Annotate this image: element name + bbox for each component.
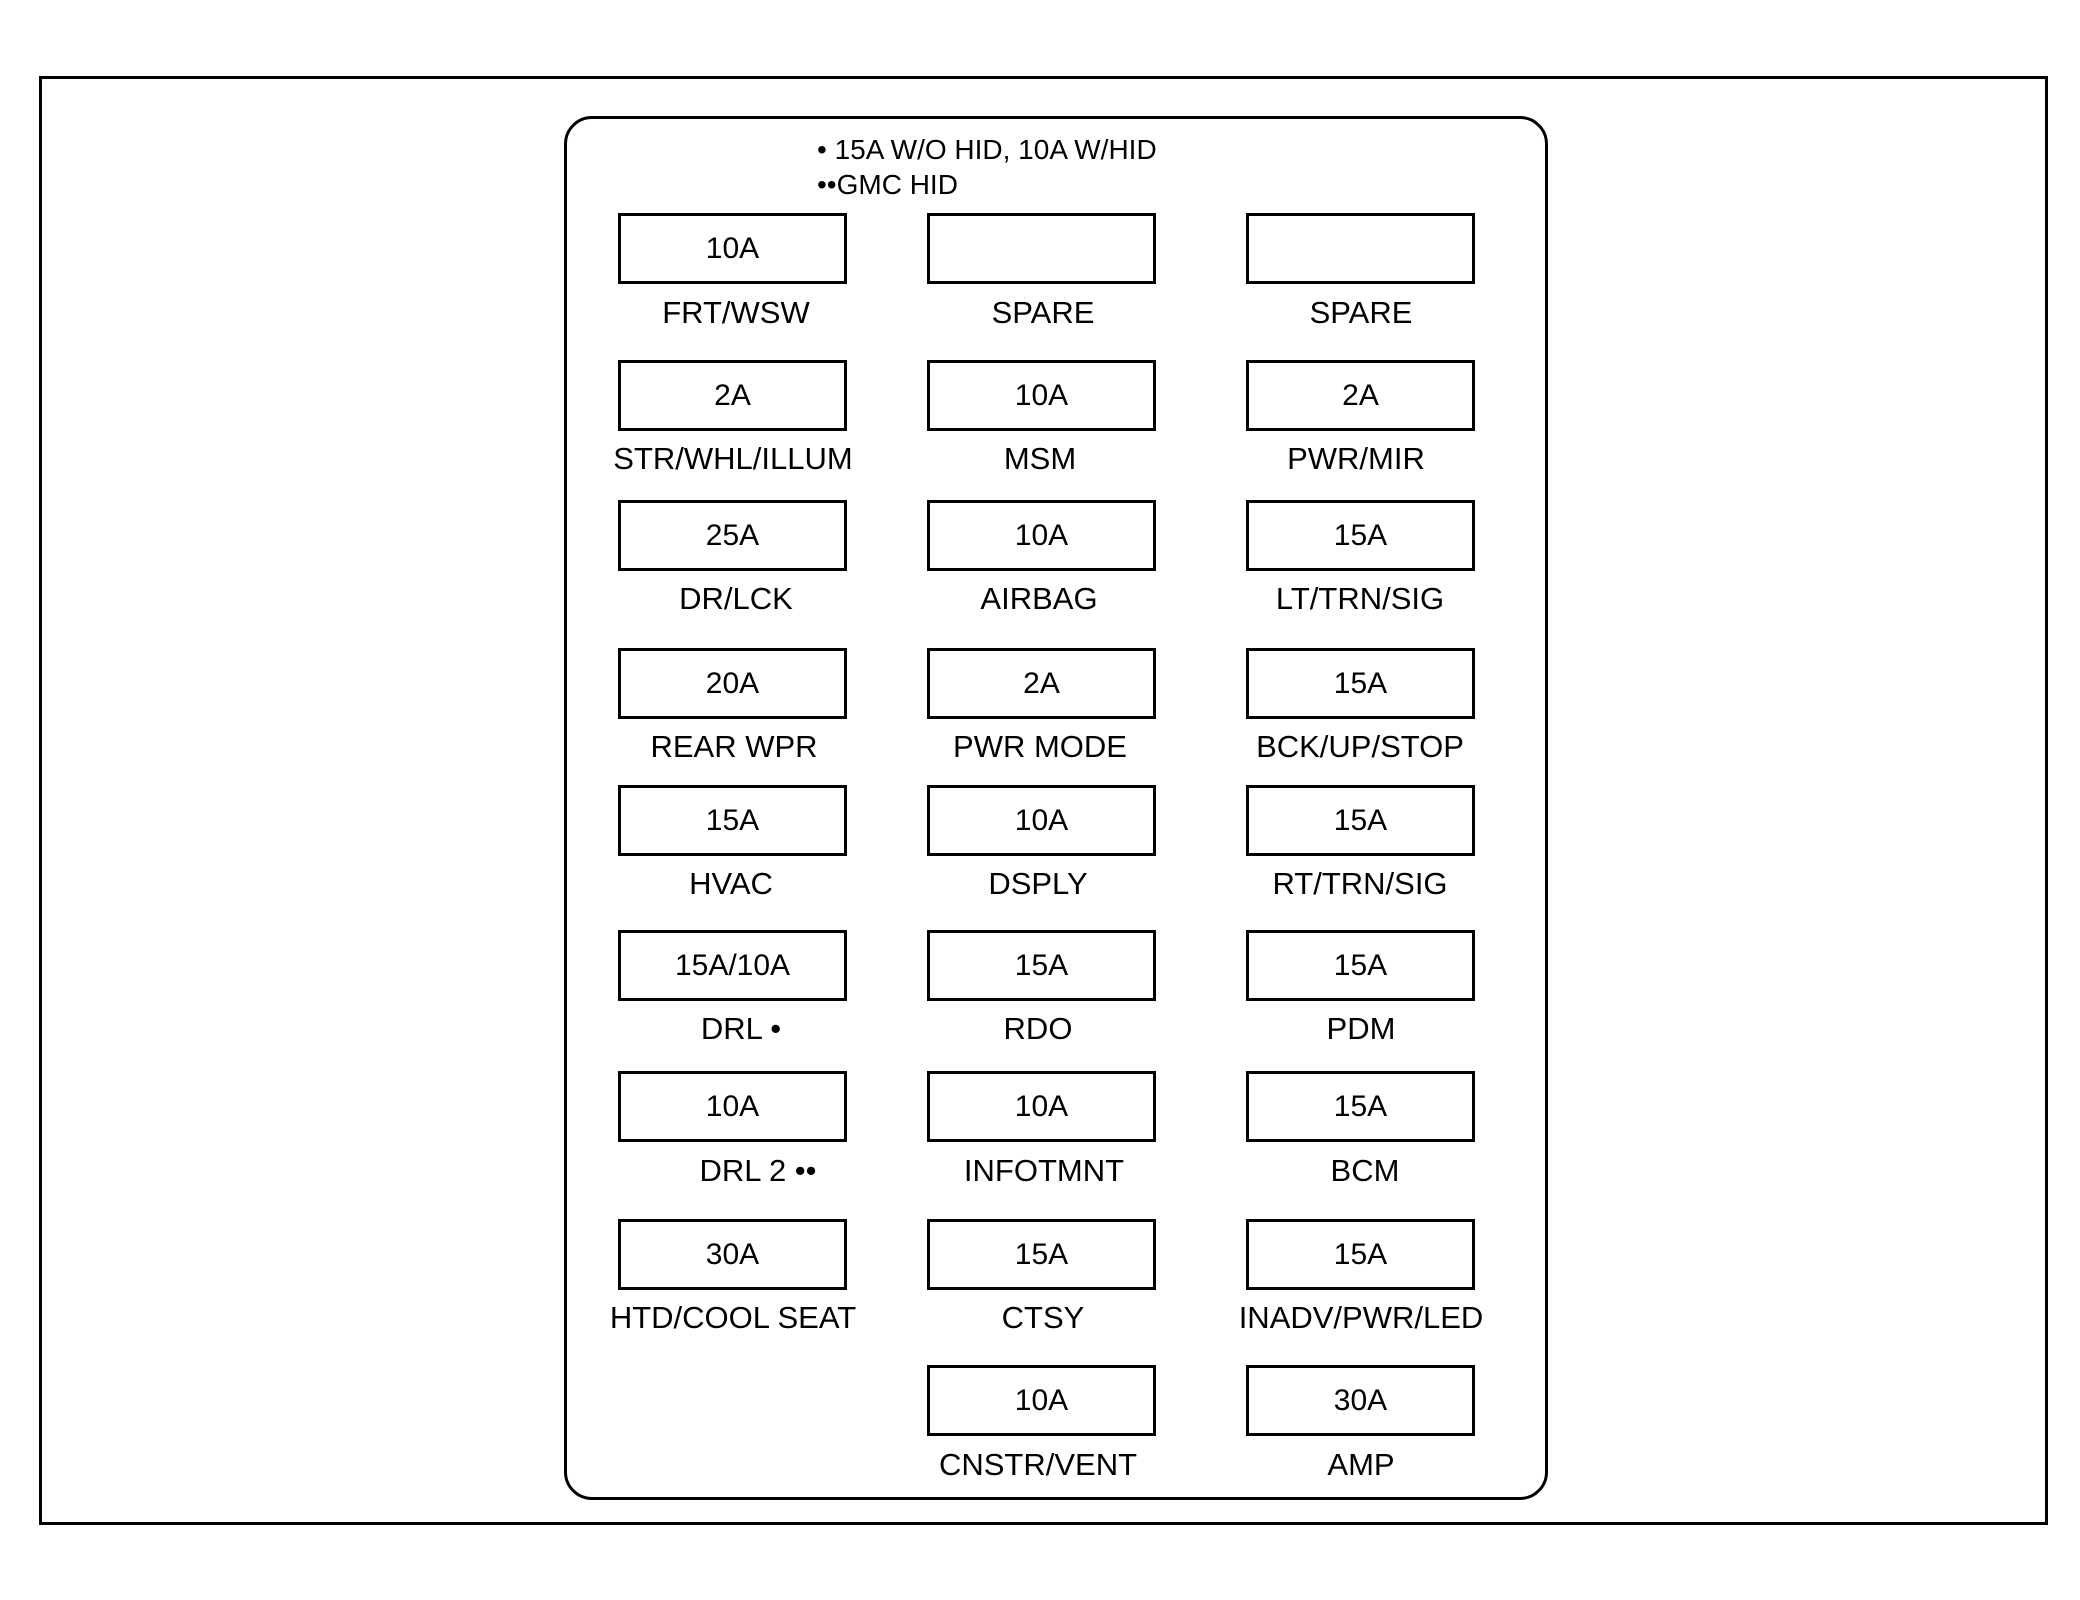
fuse-rating: 25A [618, 500, 847, 571]
fuse-label: SPARE [1309, 295, 1413, 330]
fuse-rating: 30A [1246, 1365, 1475, 1436]
fuse-rating: 15A [927, 1219, 1156, 1290]
fuse-label: AIRBAG [980, 581, 1098, 616]
fuse-label: HTD/COOL SEAT [609, 1300, 857, 1335]
fuse-rating: 15A/10A [618, 930, 847, 1001]
fuse-label: LT/TRN/SIG [1275, 581, 1445, 616]
fuse-label: INADV/PWR/LED [1238, 1300, 1484, 1335]
fuse-rating: 15A [1246, 1071, 1475, 1142]
fuse-rating: 15A [1246, 648, 1475, 719]
fuse-label: BCK/UP/STOP [1256, 729, 1464, 764]
fuse-label: MSM [1003, 441, 1077, 476]
fuse-rating: 15A [927, 930, 1156, 1001]
fuse-label: PWR/MIR [1287, 441, 1425, 476]
fuse-label: PDM [1326, 1011, 1396, 1046]
fuse-label: RT/TRN/SIG [1272, 866, 1448, 901]
fuse-rating: 2A [927, 648, 1156, 719]
legend-double-dot: ••GMC HID [817, 169, 958, 200]
fuse-panel [564, 116, 1548, 1500]
legend-single-dot: • 15A W/O HID, 10A W/HID [817, 134, 1157, 165]
fuse-rating: 15A [1246, 930, 1475, 1001]
fuse-label: CTSY [1001, 1300, 1085, 1335]
fuse-rating: 15A [1246, 500, 1475, 571]
fuse-rating [1246, 213, 1475, 284]
fuse-label: RDO [1003, 1011, 1073, 1046]
fuse-rating: 15A [618, 785, 847, 856]
fuse-rating: 10A [618, 1071, 847, 1142]
fuse-rating: 10A [927, 785, 1156, 856]
fuse-label: HVAC [689, 866, 773, 901]
fuse-label: CNSTR/VENT [938, 1447, 1138, 1482]
fuse-rating: 15A [1246, 1219, 1475, 1290]
fuse-label: PWR MODE [953, 729, 1127, 764]
fuse-label: DR/LCK [679, 581, 793, 616]
fuse-label: FRT/WSW [662, 295, 810, 330]
fuse-rating: 20A [618, 648, 847, 719]
fuse-label: DRL • [700, 1011, 782, 1046]
fuse-rating [927, 213, 1156, 284]
fuse-label: INFOTMNT [963, 1153, 1125, 1188]
fuse-rating: 10A [618, 213, 847, 284]
fuse-rating: 15A [1246, 785, 1475, 856]
fuse-label: STR/WHL/ILLUM [613, 441, 853, 476]
fuse-label: REAR WPR [650, 729, 818, 764]
fuse-label: BCM [1330, 1153, 1400, 1188]
fuse-rating: 30A [618, 1219, 847, 1290]
fuse-label: AMP [1327, 1447, 1395, 1482]
fuse-label: DSPLY [988, 866, 1088, 901]
fuse-rating: 10A [927, 1365, 1156, 1436]
fuse-label: DRL 2 •• [699, 1153, 817, 1188]
fuse-rating: 2A [618, 360, 847, 431]
fuse-rating: 10A [927, 500, 1156, 571]
fuse-rating: 2A [1246, 360, 1475, 431]
fuse-label: SPARE [991, 295, 1095, 330]
diagram-frame [39, 76, 2048, 1525]
fuse-rating: 10A [927, 360, 1156, 431]
fuse-rating: 10A [927, 1071, 1156, 1142]
